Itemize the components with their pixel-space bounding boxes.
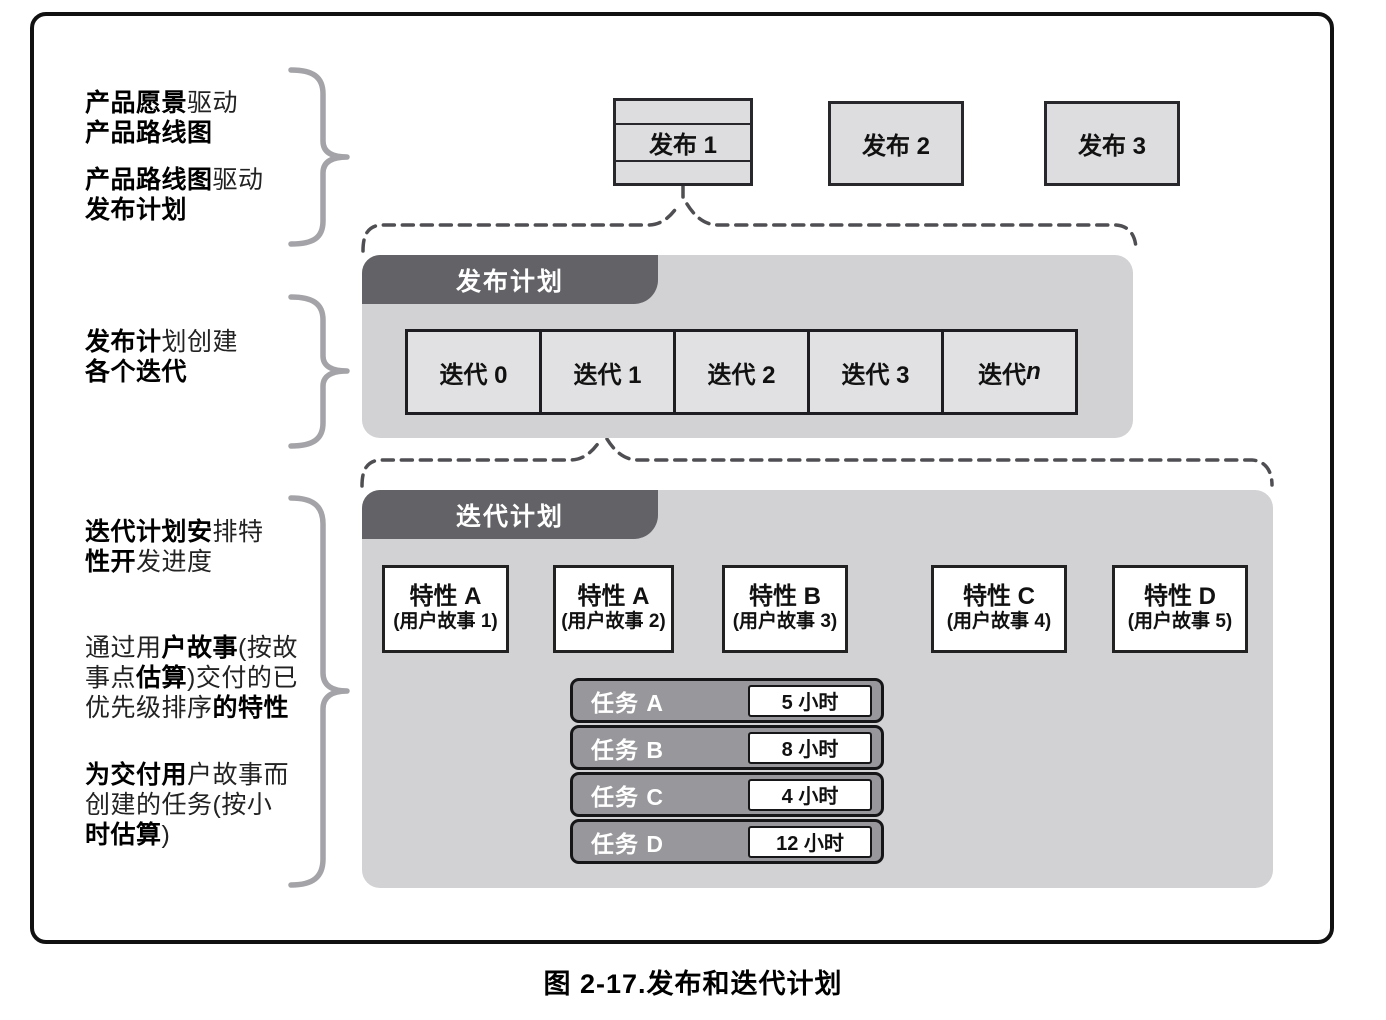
annotation-line: 发布计划 bbox=[85, 196, 188, 224]
iteration-1-cell: 迭代 1 bbox=[539, 329, 676, 415]
annotation-line: 时估算) bbox=[85, 821, 171, 849]
feature-story: (用户故事 4) bbox=[946, 611, 1052, 632]
iteration-0-cell: 迭代 0 bbox=[405, 329, 542, 415]
feature-story: (用户故事 1) bbox=[393, 611, 498, 632]
task-name: 任务 B bbox=[591, 736, 664, 763]
iteration-plan-tab-label: 迭代计划 bbox=[455, 502, 564, 531]
release-3-box: 发布 3 bbox=[1044, 101, 1180, 186]
feature-name: 特性 A bbox=[577, 583, 650, 610]
release-2-box: 发布 2 bbox=[828, 101, 964, 186]
annotation-line: 为交付用户故事而 bbox=[85, 761, 290, 789]
annotation-product-vision: 产品愿景驱动 产品路线图 bbox=[85, 88, 238, 148]
feature-name: 特性 D bbox=[1144, 583, 1216, 610]
annotation-line: 产品路线图 bbox=[85, 119, 213, 147]
task-stack: 任务 A 5 小时 任务 B 8 小时 任务 C 4 小时 任务 D 12 小时 bbox=[570, 678, 884, 864]
feature-story: (用户故事 5) bbox=[1127, 611, 1233, 632]
release-plan-tab: 发布计划 bbox=[362, 255, 658, 304]
iteration-plan-tab: 迭代计划 bbox=[362, 490, 658, 539]
annotation-line: 产品愿景驱动 bbox=[85, 89, 239, 117]
release-1-bottom-strip bbox=[616, 162, 750, 187]
annotation-line: 创建的任务(按小 bbox=[85, 791, 273, 819]
release-1-top-strip bbox=[616, 98, 750, 123]
task-hours: 8 小时 bbox=[748, 731, 872, 764]
iteration-3-cell: 迭代 3 bbox=[807, 329, 944, 415]
annotation-tasks-hours: 为交付用户故事而 创建的任务(按小 时估算) bbox=[85, 760, 289, 850]
annotation-line: 发布计划创建 bbox=[85, 328, 239, 356]
task-row-c: 任务 C 4 小时 bbox=[570, 772, 884, 817]
feature-story: (用户故事 2) bbox=[561, 611, 666, 632]
feature-name: 特性 B bbox=[749, 583, 821, 610]
feature-name: 特性 A bbox=[409, 583, 482, 610]
iterations-row: 迭代 0 迭代 1 迭代 2 迭代 3 迭代 n bbox=[405, 329, 1078, 415]
feature-box-4: 特性 C (用户故事 4) bbox=[931, 565, 1067, 653]
feature-box-5: 特性 D (用户故事 5) bbox=[1112, 565, 1248, 653]
iteration-n-cell: 迭代 n bbox=[941, 329, 1078, 415]
task-hours: 12 小时 bbox=[748, 825, 872, 858]
annotation-line: 优先级排序的特性 bbox=[85, 694, 290, 722]
release-2-label: 发布 2 bbox=[861, 133, 930, 160]
feature-box-1: 特性 A (用户故事 1) bbox=[382, 565, 509, 653]
annotation-line: 通过用户故事(按故 bbox=[85, 634, 298, 662]
release-plan-tab-label: 发布计划 bbox=[455, 267, 564, 296]
task-hours: 4 小时 bbox=[748, 778, 872, 811]
feature-story: (用户故事 3) bbox=[732, 611, 838, 632]
annotation-roadmap-drives: 产品路线图驱动 发布计划 bbox=[85, 165, 264, 225]
release-3-label: 发布 3 bbox=[1077, 133, 1146, 160]
release-1-label: 发布 1 bbox=[648, 131, 717, 159]
annotation-line: 迭代计划安排特 bbox=[85, 518, 264, 546]
task-name: 任务 C bbox=[591, 783, 664, 810]
iteration-2-cell: 迭代 2 bbox=[673, 329, 810, 415]
annotation-line: 各个迭代 bbox=[85, 358, 188, 386]
figure-caption: 图 2-17.发布和迭代计划 bbox=[543, 969, 843, 999]
task-hours: 5 小时 bbox=[748, 684, 872, 717]
feature-box-2: 特性 A (用户故事 2) bbox=[553, 565, 674, 653]
outer-frame bbox=[30, 12, 1334, 944]
task-row-a: 任务 A 5 小时 bbox=[570, 678, 884, 723]
annotation-line: 事点估算)交付的已 bbox=[85, 664, 298, 692]
task-name: 任务 A bbox=[591, 689, 664, 716]
task-name: 任务 D bbox=[591, 830, 664, 857]
release-1-label-strip: 发布 1 bbox=[616, 122, 750, 162]
release-1-box: 发布 1 bbox=[613, 98, 753, 186]
feature-box-3: 特性 B (用户故事 3) bbox=[722, 565, 848, 653]
feature-name: 特性 C bbox=[963, 583, 1035, 610]
annotation-line: 产品路线图驱动 bbox=[85, 166, 264, 194]
annotation-line: 性开发进度 bbox=[85, 548, 213, 576]
task-row-d: 任务 D 12 小时 bbox=[570, 819, 884, 864]
task-row-b: 任务 B 8 小时 bbox=[570, 725, 884, 770]
annotation-release-plan-creates: 发布计划创建 各个迭代 bbox=[85, 327, 238, 387]
annotation-iteration-plan-schedules: 迭代计划安排特 性开发进度 bbox=[85, 517, 264, 577]
annotation-user-stories: 通过用户故事(按故 事点估算)交付的已 优先级排序的特性 bbox=[85, 633, 298, 723]
